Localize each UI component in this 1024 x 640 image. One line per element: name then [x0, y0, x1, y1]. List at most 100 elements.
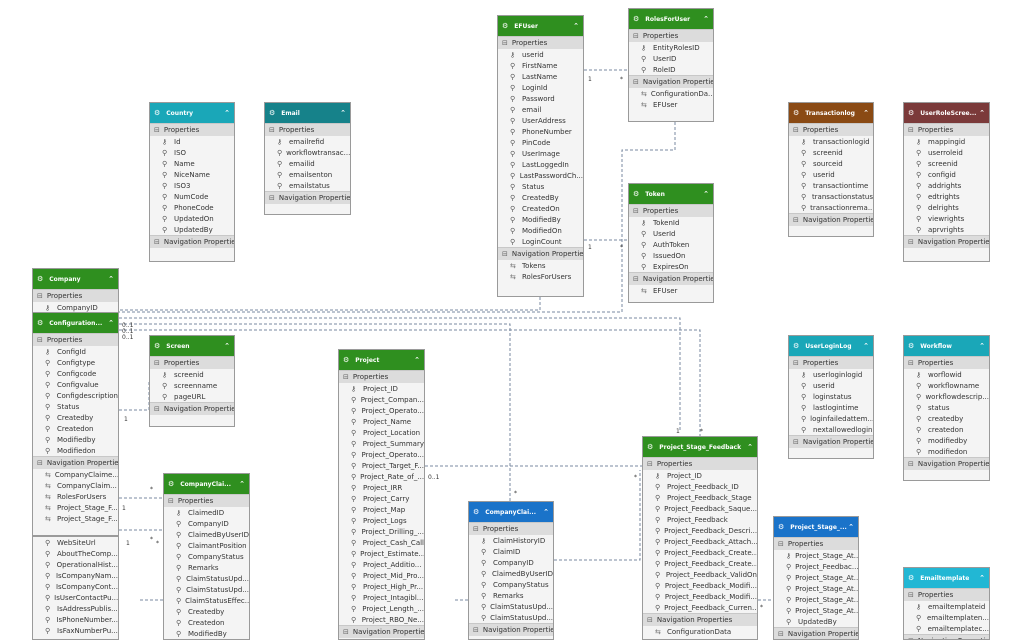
collapse-icon[interactable]: ⊟: [154, 405, 160, 413]
property-row[interactable]: ⚲ModifiedOn: [498, 225, 583, 236]
navigation-row[interactable]: ⇆Project_Stage_F...: [33, 502, 118, 513]
collapse-icon[interactable]: ⊟: [343, 373, 349, 381]
property-row[interactable]: ⚲Project_Feedback_Stage: [643, 492, 757, 503]
entity-transactionlog[interactable]: ⚙Transactionlog⌃⊟Properties⚷transactionl…: [788, 102, 874, 237]
property-row[interactable]: ⚲WebSiteUrl: [33, 537, 118, 548]
property-row[interactable]: ⚲status: [904, 402, 989, 413]
navigation-row[interactable]: ⇆ConfigurationDa...: [629, 88, 713, 99]
property-row[interactable]: ⚲Project_Estimate...: [339, 548, 424, 559]
property-row[interactable]: ⚲Project_Feedback_Descri...: [643, 525, 757, 536]
property-row[interactable]: ⚲Createdon: [33, 423, 118, 434]
property-row[interactable]: ⚲ClaimStatusEffec...: [164, 595, 249, 606]
property-row[interactable]: ⚲OperationalHist...: [33, 559, 118, 570]
properties-section-header[interactable]: ⊟Properties: [904, 588, 989, 601]
entity-header[interactable]: ⚙Screen⌃: [150, 336, 234, 356]
entity-header[interactable]: ⚙Transactionlog⌃: [789, 103, 873, 123]
property-row[interactable]: ⚷Project_ID: [643, 470, 757, 481]
entity-header[interactable]: ⚙Project_Stage_Feedback⌃: [643, 437, 757, 457]
navigation-section-header[interactable]: ⊟Navigation Properties: [904, 634, 989, 639]
entity-header[interactable]: ⚙Configuration...⌃: [33, 313, 118, 333]
property-row[interactable]: ⚷CompanyID: [33, 302, 118, 313]
property-row[interactable]: ⚷EntityRolesID: [629, 42, 713, 53]
property-row[interactable]: ⚲Project_Name: [339, 416, 424, 427]
property-row[interactable]: ⚲ISO3: [150, 180, 234, 191]
property-row[interactable]: ⚲ClaimedByUserID: [164, 529, 249, 540]
entity-companyclai[interactable]: ⚙CompanyClai...⌃⊟Properties⚷ClaimHistory…: [468, 501, 554, 640]
properties-section-header[interactable]: ⊟Properties: [265, 123, 350, 136]
property-row[interactable]: ⚲emailtemplaten...: [904, 612, 989, 623]
property-row[interactable]: ⚲IsUserContactPu...: [33, 592, 118, 603]
property-row[interactable]: ⚲Project_Rate_of_...: [339, 471, 424, 482]
navigation-section-header[interactable]: ⊟Navigation Properties: [469, 623, 553, 636]
property-row[interactable]: ⚲CompanyStatus: [164, 551, 249, 562]
collapse-icon[interactable]: ⊟: [633, 275, 639, 283]
collapse-chevron-icon[interactable]: ⌃: [863, 109, 869, 117]
property-row[interactable]: ⚲Project_Operato...: [339, 405, 424, 416]
property-row[interactable]: ⚷Project_ID: [339, 383, 424, 394]
property-row[interactable]: ⚲modifiedby: [904, 435, 989, 446]
property-row[interactable]: ⚲workflowtransac...: [265, 147, 350, 158]
collapse-chevron-icon[interactable]: ⌃: [979, 574, 985, 582]
collapse-chevron-icon[interactable]: ⌃: [239, 480, 245, 488]
association-line[interactable]: [119, 329, 701, 436]
property-row[interactable]: ⚲Project_Mid_Pro...: [339, 570, 424, 581]
property-row[interactable]: ⚲AuthToken: [629, 239, 713, 250]
property-row[interactable]: ⚲Modifiedon: [33, 445, 118, 456]
property-row[interactable]: ⚲loginstatus: [789, 391, 873, 402]
entity-header[interactable]: ⚙Company⌃: [33, 269, 118, 289]
property-row[interactable]: ⚲ISO: [150, 147, 234, 158]
property-row[interactable]: ⚲UserAddress: [498, 115, 583, 126]
property-row[interactable]: ⚲ClaimantPosition: [164, 540, 249, 551]
property-row[interactable]: ⚲aprvrights: [904, 224, 989, 235]
entity-configuration[interactable]: ⚙Configuration...⌃⊟Properties⚷ConfigId ⚲C…: [32, 312, 119, 536]
property-row[interactable]: ⚲emailid: [265, 158, 350, 169]
property-row[interactable]: ⚲PhoneNumber: [498, 126, 583, 137]
collapse-chevron-icon[interactable]: ⌃: [747, 443, 753, 451]
property-row[interactable]: ⚲RoleID: [629, 64, 713, 75]
entity-workflow[interactable]: ⚙Workflow⌃⊟Properties⚷worflowid⚲workflow…: [903, 335, 990, 481]
property-row[interactable]: ⚲Project_Feedback_Curren...: [643, 602, 757, 613]
navigation-section-header[interactable]: ⊟Navigation Properties: [629, 272, 713, 285]
property-row[interactable]: ⚲lastlogintime: [789, 402, 873, 413]
property-row[interactable]: ⚷transactionlogid: [789, 136, 873, 147]
property-row[interactable]: ⚲viewrights: [904, 213, 989, 224]
property-row[interactable]: ⚲userid: [789, 380, 873, 391]
property-row[interactable]: ⚲sourceid: [789, 158, 873, 169]
property-row[interactable]: ⚷ClaimHistoryID: [469, 535, 553, 546]
navigation-row[interactable]: ⇆RolesForUsers: [33, 491, 118, 502]
entity-country[interactable]: ⚙Country⌃⊟Properties⚷Id⚲ISO⚲Name⚲NiceNam…: [149, 102, 235, 262]
property-row[interactable]: ⚷ConfigId: [33, 346, 118, 357]
property-row[interactable]: ⚲userroleid: [904, 147, 989, 158]
entity-header[interactable]: ⚙UserLoginLog⌃: [789, 336, 873, 356]
property-row[interactable]: ⚲Remarks: [164, 562, 249, 573]
property-row[interactable]: ⚲screenid: [904, 158, 989, 169]
property-row[interactable]: ⚲CompanyStatus: [469, 579, 553, 590]
navigation-section-header[interactable]: ⊟Navigation Properties: [904, 235, 989, 248]
property-row[interactable]: ⚲Project_Feedback_Create...: [643, 547, 757, 558]
property-row[interactable]: ⚲Project_Feedback_Create...: [643, 558, 757, 569]
property-row[interactable]: ⚲Project_Target_F...: [339, 460, 424, 471]
property-row[interactable]: ⚲FirstName: [498, 60, 583, 71]
property-row[interactable]: ⚲screenid: [789, 147, 873, 158]
properties-section-header[interactable]: ⊟Properties: [33, 333, 118, 346]
collapse-icon[interactable]: ⊟: [908, 238, 914, 246]
collapse-chevron-icon[interactable]: ⌃: [108, 275, 114, 283]
entity-header[interactable]: ⚙Project_Stage_...⌃: [774, 517, 858, 537]
collapse-icon[interactable]: ⊟: [154, 126, 160, 134]
association-line[interactable]: [554, 470, 641, 561]
collapse-icon[interactable]: ⊟: [647, 460, 653, 468]
property-row[interactable]: ⚲LastPasswordCh...: [498, 170, 583, 181]
association-line[interactable]: [119, 323, 511, 501]
entity-project-stage-feedback[interactable]: ⚙Project_Stage_Feedback⌃⊟Properties⚷Proj…: [642, 436, 758, 640]
property-row[interactable]: ⚲Configvalue: [33, 379, 118, 390]
collapse-icon[interactable]: ⊟: [908, 591, 914, 599]
property-row[interactable]: ⚲Project_Feedback_Attach...: [643, 536, 757, 547]
entity-header[interactable]: ⚙EFUser⌃: [498, 16, 583, 36]
property-row[interactable]: ⚲LoginId: [498, 82, 583, 93]
navigation-section-header[interactable]: ⊟Navigation Properties: [904, 457, 989, 470]
navigation-section-header[interactable]: ⊟Navigation Properties: [789, 213, 873, 226]
property-row[interactable]: ⚲IsFaxNumberPu...: [33, 625, 118, 636]
property-row[interactable]: ⚲ModifiedBy: [498, 214, 583, 225]
property-row[interactable]: ⚲Project_Stage_At...: [774, 605, 858, 616]
entity-header[interactable]: ⚙CompanyClai...⌃: [164, 474, 249, 494]
